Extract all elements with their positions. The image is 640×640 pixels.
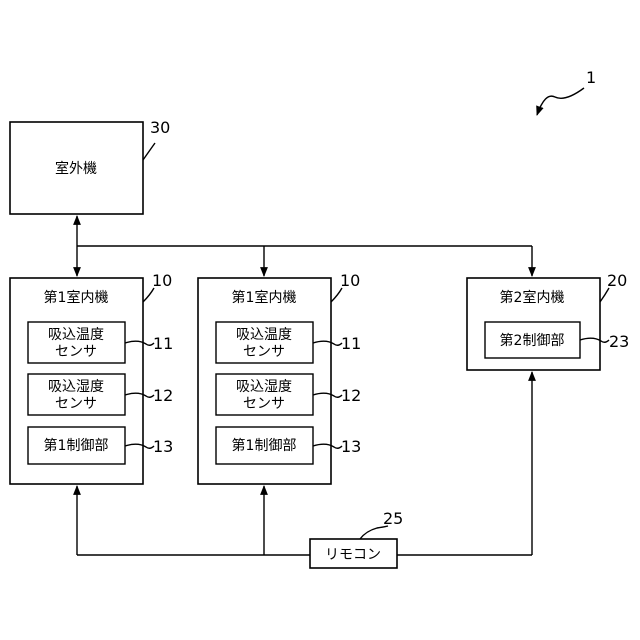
remote-control-label: リモコン: [325, 547, 381, 563]
unit1a-temp-sensor-label: 吸込温度: [48, 327, 104, 343]
system-reference: 1: [537, 68, 596, 115]
indoor-unit-1a-ref: 10: [152, 271, 172, 290]
unit1a-temp-sensor-label-2: センサ: [55, 344, 97, 360]
unit2-controller-label: 第2制御部: [500, 332, 565, 349]
unit1a-humid-sensor-label-2: センサ: [55, 396, 97, 412]
remote-control: リモコン 25: [310, 509, 403, 568]
outdoor-unit-ref: 30: [150, 118, 170, 137]
indoor-unit-2-title: 第2室内機: [500, 289, 565, 306]
unit2-controller-ref: 23: [609, 332, 629, 351]
indoor-unit-2-leader: [600, 288, 609, 302]
unit1b-temp-sensor-label: 吸込温度: [236, 327, 292, 343]
indoor-unit-2-ref: 20: [607, 271, 627, 290]
indoor-unit-1b-leader: [331, 288, 342, 302]
unit1b-controller-label: 第1制御部: [232, 437, 297, 454]
unit1b-humid-sensor-ref: 12: [341, 386, 361, 405]
refrigerant-lines: [77, 216, 532, 276]
remote-control-ref: 25: [383, 509, 403, 528]
indoor-unit-1a-title: 第1室内機: [44, 289, 109, 306]
indoor-unit-2: 第2室内機 20 第2制御部 23: [467, 271, 629, 370]
unit1a-temp-sensor-ref: 11: [153, 334, 173, 353]
unit1a-humid-sensor-label: 吸込湿度: [48, 379, 104, 395]
outdoor-unit-leader: [143, 143, 155, 160]
outdoor-unit: 室外機 30: [10, 118, 170, 214]
unit1a-controller-ref: 13: [153, 437, 173, 456]
unit1a-humid-sensor-ref: 12: [153, 386, 173, 405]
indoor-unit-1b-ref: 10: [340, 271, 360, 290]
unit1a-controller-label: 第1制御部: [44, 437, 109, 454]
unit1b-temp-sensor-ref: 11: [341, 334, 361, 353]
unit1b-humid-sensor-label: 吸込湿度: [236, 379, 292, 395]
unit1b-humid-sensor-label-2: センサ: [243, 396, 285, 412]
indoor-unit-1a-leader: [143, 288, 154, 302]
indoor-unit-1b: 第1室内機 10 吸込温度 センサ 11 吸込湿度 センサ 12 第1制御部 1…: [198, 271, 361, 484]
outdoor-unit-label: 室外機: [55, 160, 97, 177]
system-ref-number: 1: [586, 68, 596, 87]
indoor-unit-1b-title: 第1室内機: [232, 289, 297, 306]
unit1b-controller-ref: 13: [341, 437, 361, 456]
system-ref-leader: [537, 88, 584, 115]
indoor-unit-1a: 第1室内機 10 吸込温度 センサ 11 吸込湿度 センサ 12 第1制御部 1…: [10, 271, 173, 484]
unit1b-temp-sensor-label-2: センサ: [243, 344, 285, 360]
